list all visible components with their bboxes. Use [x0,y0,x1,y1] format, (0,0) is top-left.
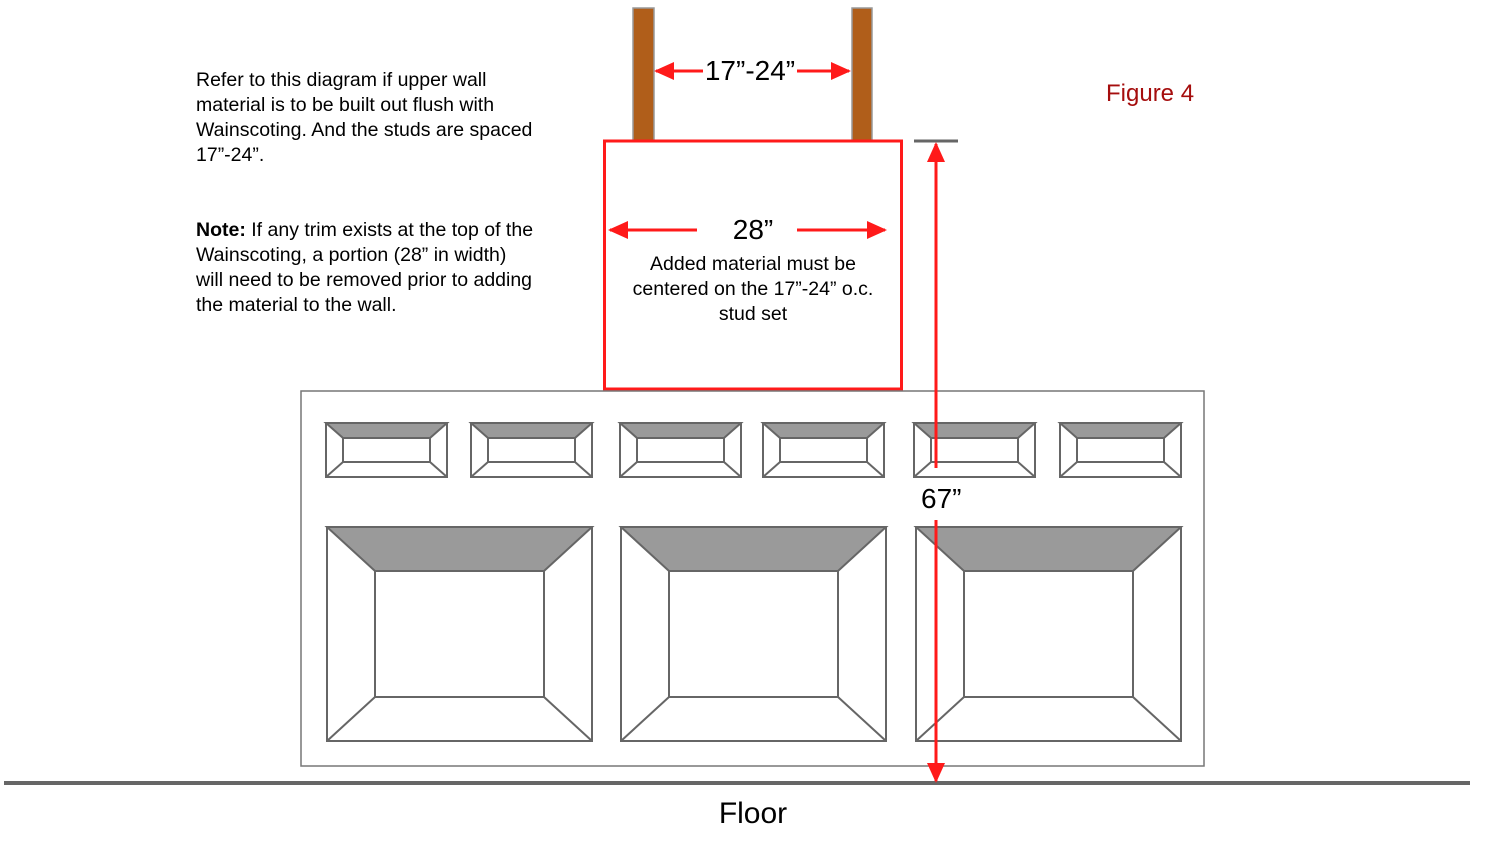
panel-top-bevel [1057,422,1184,439]
panel-top-bevel [618,526,889,572]
panel-inner [1076,437,1165,463]
panel-top-bevel [324,526,595,572]
small-panel-5 [911,422,1038,478]
panel-top-bevel [468,422,595,439]
figure-label: Figure 4 [1106,80,1195,107]
panel-inner [930,437,1019,463]
small-panel-2 [468,422,595,478]
height-label: 67” [921,483,962,515]
large-panel-3 [913,526,1184,742]
material-caption: Added material must be centered on the 1… [632,253,874,325]
material-width-label: 28” [732,214,774,245]
stud-spacing-label: 17”-24” [704,55,796,86]
panel-inner [342,437,431,463]
panel-top-bevel [760,422,887,439]
note-body: If any trim exists at the top of the Wai… [196,219,534,316]
large-panel-1 [324,526,595,742]
panel-top-bevel [913,526,1184,572]
panel-inner [779,437,868,463]
panel-inner [374,570,545,698]
panel-inner [963,570,1134,698]
intro-text: Refer to this diagram if upper wall mate… [196,69,533,166]
small-panel-1 [323,422,450,478]
note-label: Note: [196,219,246,241]
small-panel-3 [617,422,744,478]
large-panel-2 [618,526,889,742]
added-material-box [603,139,903,391]
panel-top-bevel [617,422,744,439]
panel-top-bevel [323,422,450,439]
stud-left [632,7,655,142]
panel-inner [487,437,576,463]
small-panel-4 [760,422,887,478]
note-text: Note: If any trim exists at the top of t… [196,218,536,318]
panel-inner [636,437,725,463]
stud-right [851,7,873,142]
small-panel-6 [1057,422,1184,478]
floor-label: Floor [718,797,788,830]
panel-top-bevel [911,422,1038,439]
panel-inner [668,570,839,698]
